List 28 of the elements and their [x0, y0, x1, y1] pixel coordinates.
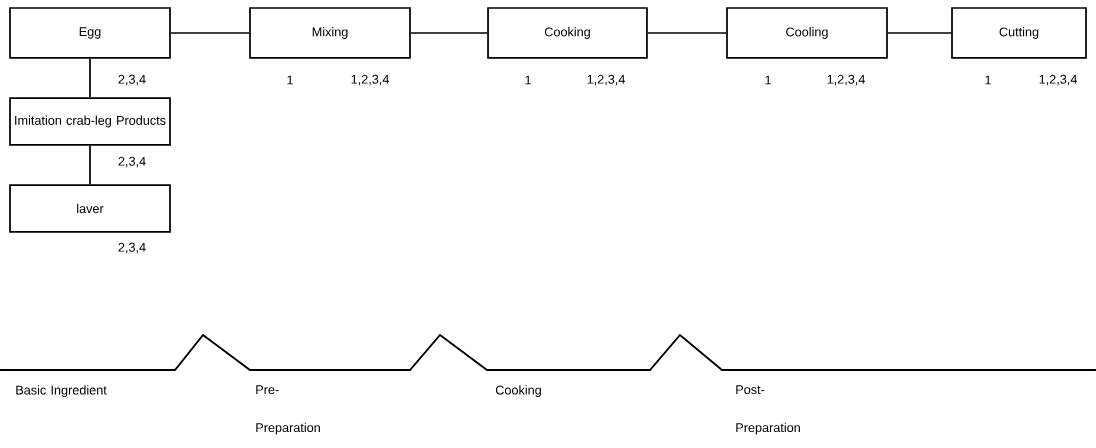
connector-line: [89, 144, 91, 186]
process-box: Cooling: [726, 7, 888, 59]
step-number: 1,2,3,4: [827, 74, 865, 86]
step-number: 1,2,3,4: [587, 74, 625, 86]
process-box: Imitation crab-leg Products: [9, 97, 171, 146]
step-number: 1: [287, 75, 293, 85]
step-number: 2,3,4: [118, 242, 146, 254]
step-number: 1: [765, 75, 771, 85]
step-number: 1,2,3,4: [351, 74, 389, 86]
stage-label: Pre- Preparation: [256, 385, 320, 435]
step-number: 1: [985, 75, 991, 85]
process-box: Mixing: [249, 7, 411, 59]
step-number: 2,3,4: [118, 156, 146, 168]
stage-label: Post- Preparation: [736, 385, 800, 435]
stage-label: Basic Ingredient: [16, 385, 107, 398]
connector-line: [170, 32, 250, 34]
connector-line: [410, 32, 489, 34]
process-box: Cooking: [487, 7, 648, 59]
connector-line: [89, 58, 91, 99]
process-box: Cutting: [951, 7, 1087, 59]
step-number: 1,2,3,4: [1039, 74, 1077, 86]
connector-line: [646, 32, 727, 34]
step-number: 2,3,4: [118, 74, 146, 86]
step-number: 1: [525, 75, 531, 85]
process-box: Egg: [9, 7, 171, 59]
stage-label: Cooking: [495, 385, 541, 398]
process-box: laver: [9, 184, 171, 233]
connector-line: [887, 32, 952, 34]
